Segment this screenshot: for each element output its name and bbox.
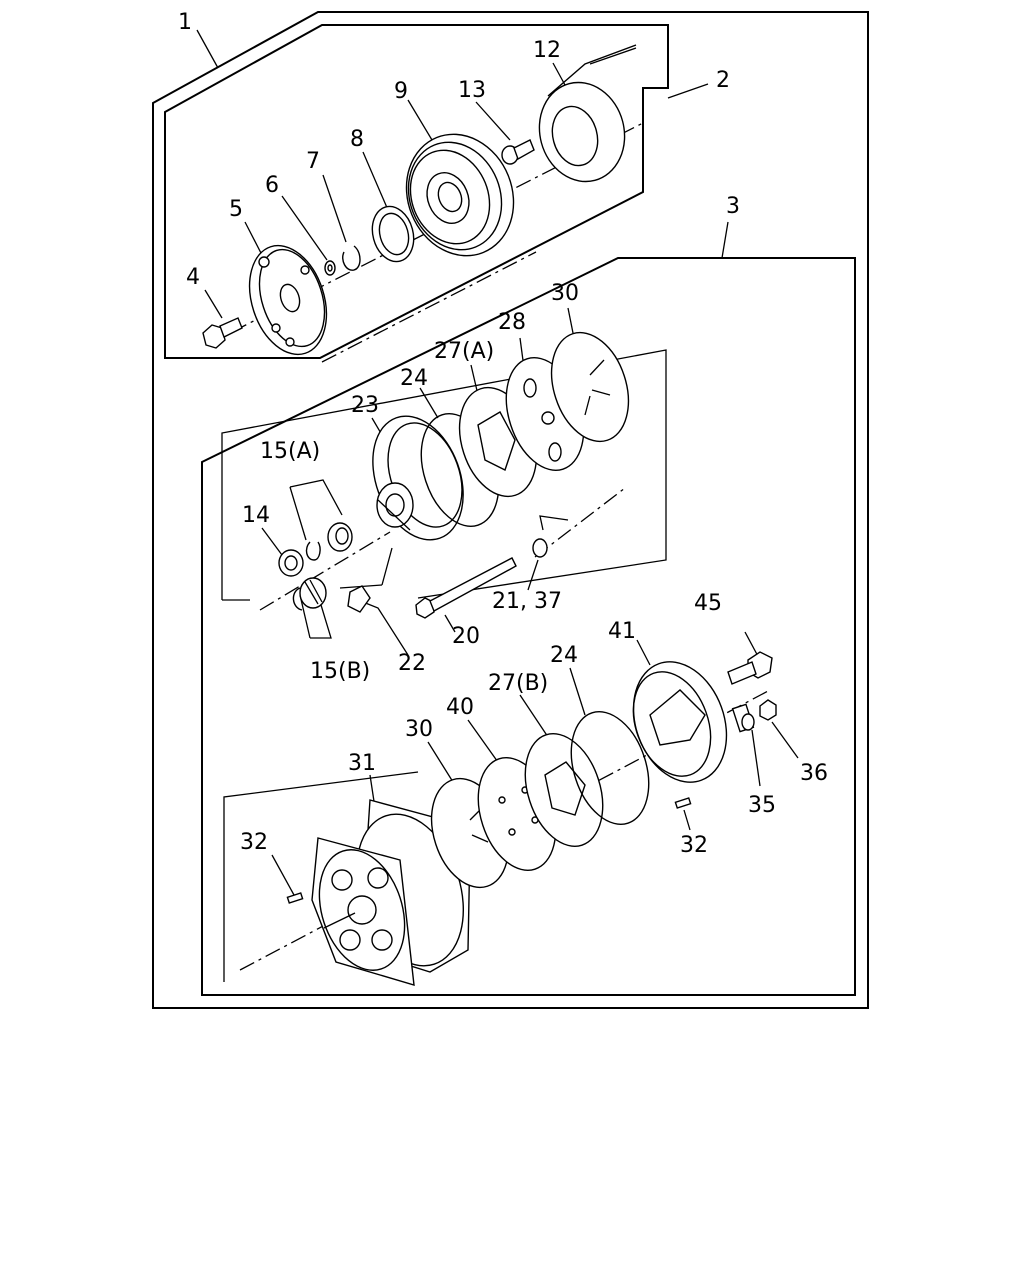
part-15a-bushing xyxy=(327,522,353,552)
part-8-ring xyxy=(371,205,415,263)
callout-32-left: 32 xyxy=(240,830,268,855)
part-22-key xyxy=(347,585,371,613)
part-7-snap-ring xyxy=(342,245,361,271)
part-36-plug xyxy=(759,699,777,721)
callout-12: 12 xyxy=(533,38,561,63)
callout-30-top: 30 xyxy=(551,281,579,306)
callout-4: 4 xyxy=(186,265,200,290)
callout-7: 7 xyxy=(306,149,320,174)
callout-labels: 1 2 3 4 5 6 7 8 9 12 13 14 15(A) 15(B) 2… xyxy=(178,10,828,858)
callout-20: 20 xyxy=(452,624,480,649)
part-27b-gasket xyxy=(524,733,604,847)
callout-40: 40 xyxy=(446,695,474,720)
part-45-bolt xyxy=(727,651,773,685)
part-5-armature-plate xyxy=(248,244,328,356)
part-32-pin-right xyxy=(674,797,692,809)
part-12-coil xyxy=(538,44,637,183)
callout-2: 2 xyxy=(716,68,730,93)
assembly-frame-3 xyxy=(201,257,856,996)
part-35-o-ring xyxy=(741,713,755,731)
part-24-o-ring-bottom xyxy=(570,711,650,825)
callout-9: 9 xyxy=(394,79,408,104)
callout-1: 1 xyxy=(178,10,192,35)
callout-24-top: 24 xyxy=(400,366,428,391)
callout-5: 5 xyxy=(229,197,243,222)
part-9-pulley xyxy=(405,133,515,257)
callout-45: 45 xyxy=(694,591,722,616)
callout-23: 23 xyxy=(351,393,379,418)
part-15a-ring xyxy=(305,541,321,561)
part-4-bolt xyxy=(202,317,243,349)
callout-27b: 27(B) xyxy=(488,671,548,696)
part-31-cylinder-block xyxy=(311,799,471,986)
callout-28: 28 xyxy=(498,310,526,335)
subgroup-frame-top xyxy=(221,349,667,600)
callout-15b: 15(B) xyxy=(310,659,370,684)
callout-36: 36 xyxy=(800,761,828,786)
callout-24-bottom: 24 xyxy=(550,643,578,668)
assembly-frame-1 xyxy=(152,11,869,1009)
callout-3: 3 xyxy=(726,194,740,219)
part-6-washer xyxy=(324,260,336,276)
assembly-frame-2 xyxy=(164,24,669,359)
part-14-seal xyxy=(278,549,304,577)
callout-13: 13 xyxy=(458,78,486,103)
part-21-37-o-ring xyxy=(532,538,548,558)
callout-30-bottom: 30 xyxy=(405,717,433,742)
callout-31: 31 xyxy=(348,751,376,776)
callout-35: 35 xyxy=(748,793,776,818)
callout-6: 6 xyxy=(265,173,279,198)
callout-21-37: 21, 37 xyxy=(492,589,562,614)
callout-14: 14 xyxy=(242,503,270,528)
callout-32-right: 32 xyxy=(680,833,708,858)
callout-22: 22 xyxy=(398,651,426,676)
subgroup-frame-bottom xyxy=(223,771,419,982)
callout-41: 41 xyxy=(608,619,636,644)
part-15b-seal xyxy=(292,577,327,611)
callout-27a: 27(A) xyxy=(434,339,494,364)
callout-15a: 15(A) xyxy=(260,439,320,464)
part-20-through-bolt xyxy=(415,557,517,619)
part-13-screw xyxy=(501,139,535,165)
callout-8: 8 xyxy=(350,127,364,152)
part-32-pin-left xyxy=(286,892,304,904)
part-30-reed-valve-top xyxy=(550,331,630,443)
